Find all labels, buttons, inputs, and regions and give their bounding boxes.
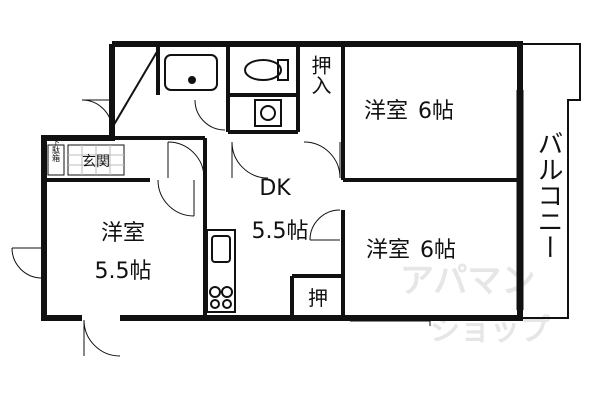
closet-lower: 押 <box>308 286 328 310</box>
room-left-name: 洋室 <box>101 221 145 246</box>
watermark-line1: アパマン <box>400 261 535 301</box>
doors <box>11 99 341 357</box>
closet-lower-label: 押 <box>308 286 328 310</box>
entrance: 下駄箱 玄関 <box>47 138 125 176</box>
window-right <box>350 90 524 326</box>
balcony: バルコニー <box>520 43 581 319</box>
room-top-right-size: 6帖 <box>418 99 454 124</box>
room-western-bottom-right: 洋室 6帖 <box>366 238 456 263</box>
dk-size: 5.5帖 <box>252 219 309 244</box>
room-bottom-right-name: 洋室 <box>366 238 410 263</box>
room-top-right-name: 洋室 <box>364 99 408 124</box>
shoe-box-label: 下駄箱 <box>52 138 61 163</box>
closet-upper: 押入 <box>308 55 332 95</box>
bathroom <box>111 49 289 129</box>
room-bottom-right-size: 6帖 <box>420 238 456 263</box>
entrance-label: 玄関 <box>82 153 110 170</box>
room-left-size: 5.5帖 <box>95 259 152 284</box>
balcony-label: バルコニー <box>533 130 563 260</box>
dk-name: DK <box>259 176 291 201</box>
room-dining-kitchen: DK 5.5帖 <box>252 176 309 244</box>
closet-upper-label: 押入 <box>308 55 332 95</box>
interior-walls <box>44 44 520 318</box>
kitchen <box>206 229 236 313</box>
room-western-left: 洋室 5.5帖 <box>95 221 152 284</box>
room-western-top-right: 洋室 6帖 <box>364 99 454 124</box>
